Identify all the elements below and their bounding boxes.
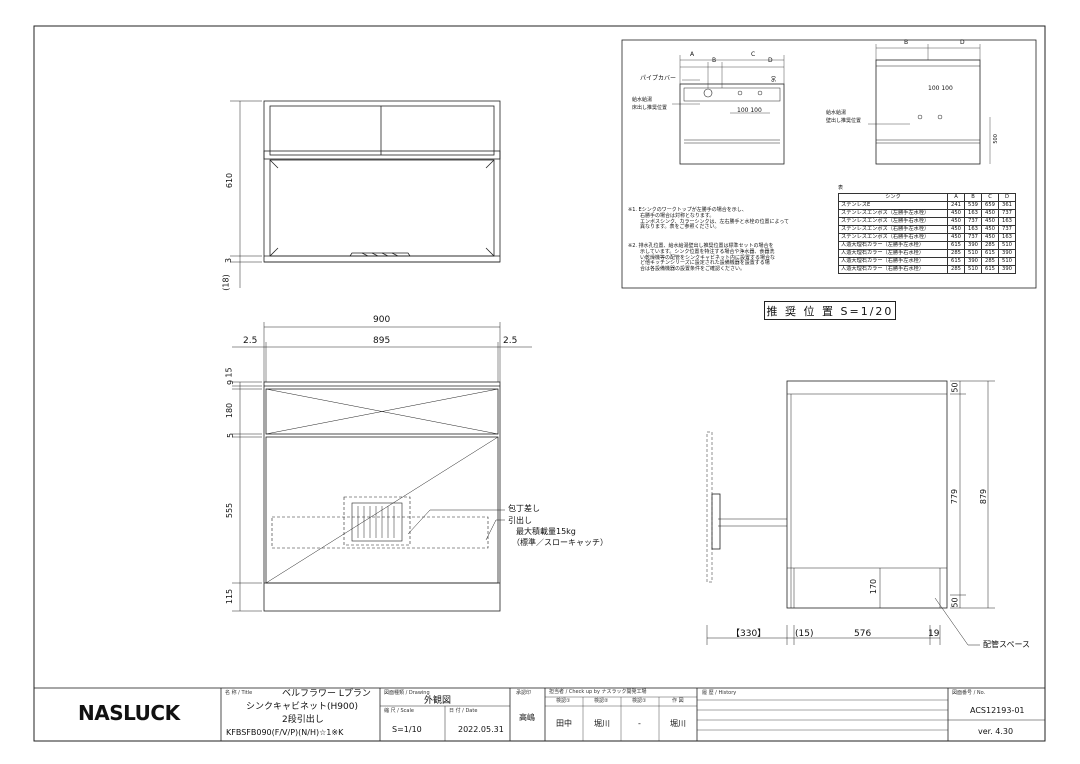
- date-label: 日 付 / Date: [449, 708, 478, 714]
- dim-19: 19: [928, 629, 940, 639]
- dim-5: 5: [226, 432, 236, 439]
- check-name-4: 堀川: [670, 719, 686, 728]
- dim-3: 3: [224, 257, 234, 264]
- dim-170: 170: [869, 578, 879, 595]
- dim-500: 500: [992, 134, 999, 144]
- check-sub-1: 検認①: [556, 698, 571, 704]
- table-header: C: [981, 193, 999, 202]
- check-sub-2: 検認②: [594, 698, 609, 704]
- date-value: 2022.05.31: [458, 725, 504, 734]
- label-drawer: 引出し: [508, 516, 532, 525]
- dim-555: 555: [225, 502, 235, 519]
- recommended-position-title: 推 奨 位 置 S=1/20: [764, 301, 896, 320]
- company-logo: NASLUCK: [78, 701, 180, 725]
- drawing-label: 図面種類 / Drawing: [384, 690, 430, 696]
- title-label: 名 称 / Title: [225, 690, 253, 696]
- dim-b: B: [712, 57, 717, 64]
- dim-15-side: (15): [795, 629, 814, 639]
- front-view: [232, 322, 532, 612]
- dim-100-100-a: 100 100: [737, 107, 762, 114]
- check-name-1: 田中: [556, 719, 572, 728]
- table-header: B: [964, 193, 982, 202]
- title-line-2: シンクキャビネット(H900): [246, 702, 358, 712]
- dim-50-top: 50: [950, 382, 960, 393]
- number-value: ACS12193-01: [970, 706, 1025, 715]
- check-name-2: 堀川: [594, 719, 610, 728]
- dim-115: 115: [225, 588, 235, 605]
- title-line-3: 2段引出し: [282, 715, 324, 725]
- note-1: ※1. Eシンクのワークトップが左勝手の場合を示し、 右勝手の場合は対称となりま…: [628, 207, 790, 231]
- table-header-row: シンク A B C D: [838, 193, 1016, 202]
- dim-2-5-left: 2.5: [243, 336, 258, 346]
- dim-180: 180: [225, 402, 235, 419]
- dim-15: 15: [224, 367, 234, 378]
- drawing-value: 外観図: [424, 696, 452, 706]
- sheet-border: [33, 25, 1046, 742]
- dim-90: 90: [771, 75, 778, 83]
- scale-value: S=1/10: [392, 725, 422, 734]
- check-sub-4: 作 図: [672, 698, 684, 704]
- label-soft-close: （標準／スローキャッチ）: [512, 538, 608, 547]
- front-top-view: [230, 100, 501, 288]
- dim-895: 895: [373, 336, 391, 346]
- dim-779: 779: [950, 488, 960, 505]
- dim-330: 【330】: [731, 629, 767, 639]
- scale-label: 縮 尺 / Scale: [384, 708, 414, 714]
- dim-9: 9: [226, 379, 236, 386]
- dim-c: C: [751, 51, 756, 58]
- label-pipe-space: 配管スペース: [983, 640, 1031, 649]
- check-label: 担当者 / Check up by ナスラック開発工場: [549, 689, 647, 695]
- table-caption: 表: [838, 185, 844, 191]
- label-supply-floor-sub: 床出し推奨位置: [632, 105, 668, 111]
- table-header: A: [947, 193, 965, 202]
- table-header: シンク: [838, 193, 948, 202]
- dim-2-5-right: 2.5: [503, 336, 518, 346]
- note-2: ※2. 排水孔位置、給水給湯壁出し推奨位置は標準セットの場合を 示しています。シ…: [628, 243, 776, 272]
- dim-576: 576: [854, 629, 872, 639]
- approve-value: 高嶋: [519, 713, 535, 722]
- dim-100-100-b: 100 100: [928, 85, 953, 92]
- title-line-1: ベルフラワー Lプラン: [282, 689, 371, 699]
- dim-50-bottom: 50: [950, 597, 960, 608]
- label-pipe-cover: パイプカバー: [640, 75, 677, 82]
- table-header: D: [998, 193, 1016, 202]
- label-supply-wall-sub: 壁出し推奨位置: [826, 118, 862, 124]
- approve-label: 承認印: [516, 690, 532, 696]
- label-supply-wall: 給水給湯: [826, 110, 847, 116]
- label-supply-floor: 給水給湯: [632, 97, 653, 103]
- version-value: ver. 4.30: [978, 727, 1014, 736]
- check-name-3: -: [638, 719, 641, 728]
- label-max-load: 最大積載量15kg: [516, 527, 576, 536]
- dim-d2: D: [960, 39, 965, 46]
- dim-900: 900: [373, 315, 391, 325]
- title-block-frame: [33, 687, 1046, 742]
- dim-a: A: [690, 51, 695, 58]
- label-knife-holder: 包丁差し: [508, 504, 540, 513]
- dim-d: D: [768, 57, 773, 64]
- dim-b2: B: [904, 39, 909, 46]
- number-label: 図面番号 / No.: [952, 690, 986, 696]
- title-line-4: KFBSFB090(F/V/P)(N/H)☆1※K: [226, 728, 344, 737]
- dim-610: 610: [225, 172, 235, 189]
- dim-18: (18): [221, 274, 231, 291]
- check-sub-3: 検認①: [632, 698, 647, 704]
- dim-879: 879: [979, 488, 989, 505]
- history-label: 履 歴 / History: [702, 690, 737, 696]
- recommended-position-panel: [621, 39, 1037, 289]
- side-view: [706, 380, 995, 646]
